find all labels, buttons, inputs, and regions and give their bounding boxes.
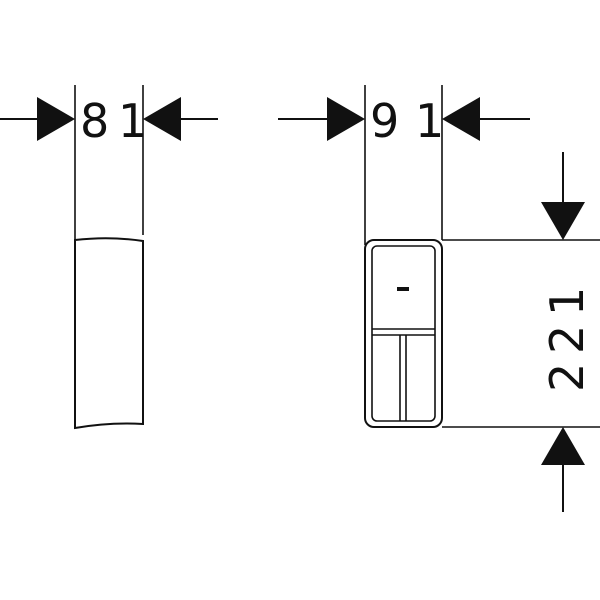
front-part-inner-outline	[371, 245, 436, 422]
right-dimension-digit-2: 1	[415, 94, 444, 148]
height-dimension-label: 2 2 1	[540, 287, 594, 392]
left-dimension-digit-1: 8	[80, 94, 109, 148]
height-dimension-arrow-bottom	[541, 427, 585, 465]
left-view: 8 1	[0, 85, 218, 430]
slot-mark	[397, 287, 409, 291]
right-view: 9 1 2 2 1	[278, 85, 600, 512]
right-dimension-arrow-right	[442, 97, 480, 141]
right-dimension-digit-1: 9	[370, 94, 399, 148]
height-dimension-digit-1: 2	[540, 363, 594, 392]
height-dimension-digit-3: 1	[540, 287, 594, 316]
right-dimension-arrow-left	[327, 97, 365, 141]
left-part-outline	[74, 237, 144, 430]
left-dimension-arrow-left	[37, 97, 75, 141]
left-dimension-digit-2: 1	[118, 94, 147, 148]
left-dimension-arrow-right	[143, 97, 181, 141]
front-part-outer-outline	[364, 239, 443, 428]
height-dimension-digit-2: 2	[540, 325, 594, 354]
height-dimension-arrow-top	[541, 202, 585, 240]
